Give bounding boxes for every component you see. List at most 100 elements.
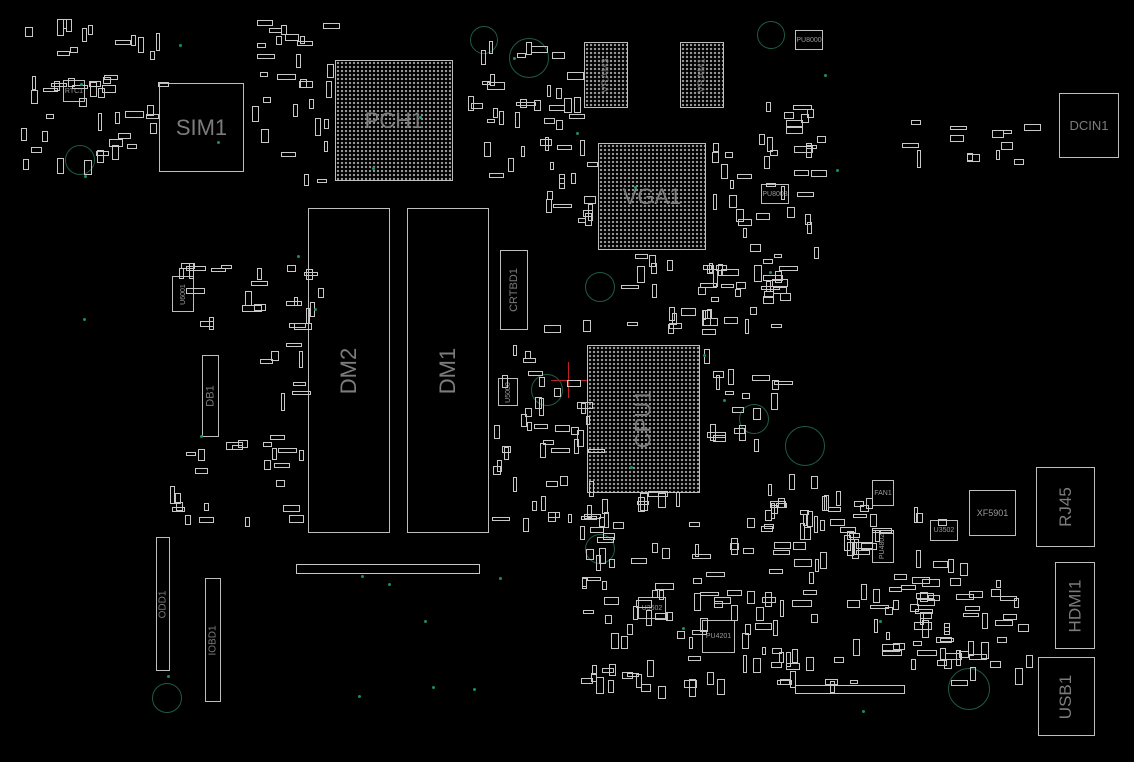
passive-component[interactable]: [487, 82, 506, 90]
passive-component[interactable]: [654, 583, 675, 590]
passive-component[interactable]: [804, 213, 812, 226]
passive-component[interactable]: [811, 613, 818, 624]
passive-component[interactable]: [712, 370, 724, 379]
passive-component[interactable]: [523, 518, 529, 533]
passive-component[interactable]: [789, 473, 795, 490]
passive-component[interactable]: [949, 578, 961, 587]
passive-component[interactable]: [786, 119, 804, 127]
passive-component[interactable]: [294, 296, 299, 307]
passive-component[interactable]: [720, 163, 729, 180]
passive-component[interactable]: [753, 658, 761, 673]
passive-component[interactable]: [104, 75, 119, 81]
passive-component[interactable]: [774, 270, 782, 283]
passive-component[interactable]: [30, 147, 42, 153]
passive-component[interactable]: [564, 97, 572, 113]
passive-component[interactable]: [273, 463, 290, 468]
passive-component[interactable]: [725, 391, 735, 396]
passive-component[interactable]: [157, 81, 170, 87]
passive-component[interactable]: [200, 320, 215, 327]
passive-component[interactable]: [635, 253, 648, 260]
passive-component[interactable]: [597, 536, 614, 544]
component-dcin1[interactable]: DCIN1: [1059, 93, 1119, 158]
passive-component[interactable]: [492, 517, 510, 522]
passive-component[interactable]: [282, 505, 300, 512]
passive-component[interactable]: [854, 539, 860, 555]
passive-component[interactable]: [507, 157, 515, 173]
passive-component[interactable]: [21, 128, 28, 141]
passive-component[interactable]: [1018, 623, 1030, 632]
passive-component[interactable]: [692, 630, 707, 635]
passive-component[interactable]: [852, 638, 860, 656]
passive-component[interactable]: [692, 578, 703, 585]
passive-component[interactable]: [915, 513, 924, 523]
passive-component[interactable]: [950, 680, 968, 687]
component-usb1[interactable]: USB1: [1038, 657, 1095, 736]
passive-component[interactable]: [742, 228, 748, 238]
passive-component[interactable]: [621, 672, 634, 680]
passive-component[interactable]: [921, 579, 941, 587]
passive-component[interactable]: [548, 105, 565, 111]
passive-component[interactable]: [544, 137, 549, 151]
passive-component[interactable]: [271, 447, 277, 460]
passive-component[interactable]: [181, 262, 196, 269]
passive-component[interactable]: [736, 208, 744, 222]
passive-component[interactable]: [778, 651, 785, 663]
passive-component[interactable]: [285, 33, 299, 42]
component-pu8003[interactable]: PU8003: [761, 184, 789, 204]
passive-component[interactable]: [794, 146, 814, 154]
passive-component[interactable]: [108, 139, 124, 148]
passive-component[interactable]: [308, 98, 314, 110]
passive-component[interactable]: [185, 287, 205, 294]
passive-component[interactable]: [578, 218, 587, 223]
passive-component[interactable]: [244, 516, 250, 528]
passive-component[interactable]: [555, 425, 570, 433]
passive-component[interactable]: [773, 619, 779, 636]
passive-component[interactable]: [869, 513, 877, 527]
passive-component[interactable]: [633, 605, 639, 620]
passive-component[interactable]: [892, 642, 905, 650]
passive-component[interactable]: [300, 79, 307, 88]
passive-component[interactable]: [306, 268, 314, 280]
component-u5000[interactable]: U5000: [498, 378, 518, 406]
passive-component[interactable]: [856, 541, 873, 549]
passive-component[interactable]: [149, 50, 156, 60]
passive-component[interactable]: [809, 572, 814, 585]
passive-component[interactable]: [913, 507, 918, 524]
passive-component[interactable]: [627, 623, 634, 635]
passive-component[interactable]: [488, 40, 493, 54]
passive-component[interactable]: [763, 524, 774, 529]
passive-component[interactable]: [793, 542, 807, 550]
passive-component[interactable]: [829, 680, 836, 694]
passive-component[interactable]: [550, 448, 570, 454]
passive-component[interactable]: [603, 512, 609, 528]
passive-component[interactable]: [779, 599, 785, 618]
passive-component[interactable]: [754, 439, 760, 452]
bottom-connector-right[interactable]: [795, 685, 905, 694]
passive-component[interactable]: [766, 182, 777, 188]
passive-component[interactable]: [827, 507, 841, 513]
passive-component[interactable]: [1001, 142, 1013, 150]
passive-component[interactable]: [760, 285, 781, 290]
passive-component[interactable]: [917, 650, 937, 656]
passive-component[interactable]: [545, 481, 558, 488]
passive-component[interactable]: [492, 465, 501, 475]
passive-component[interactable]: [928, 595, 941, 601]
passive-component[interactable]: [772, 549, 791, 555]
passive-component[interactable]: [770, 393, 778, 410]
passive-component[interactable]: [481, 49, 486, 65]
passive-component[interactable]: [861, 543, 878, 550]
passive-component[interactable]: [936, 659, 947, 666]
passive-component[interactable]: [714, 601, 723, 609]
passive-component[interactable]: [232, 444, 243, 450]
passive-component[interactable]: [873, 589, 880, 603]
passive-component[interactable]: [766, 137, 773, 152]
passive-component[interactable]: [814, 559, 820, 573]
passive-component[interactable]: [557, 145, 572, 151]
passive-component[interactable]: [645, 609, 652, 627]
passive-component[interactable]: [68, 77, 76, 88]
passive-component[interactable]: [577, 401, 593, 410]
passive-component[interactable]: [779, 678, 791, 685]
passive-component[interactable]: [608, 679, 614, 693]
passive-component[interactable]: [112, 145, 120, 161]
passive-component[interactable]: [770, 662, 782, 669]
